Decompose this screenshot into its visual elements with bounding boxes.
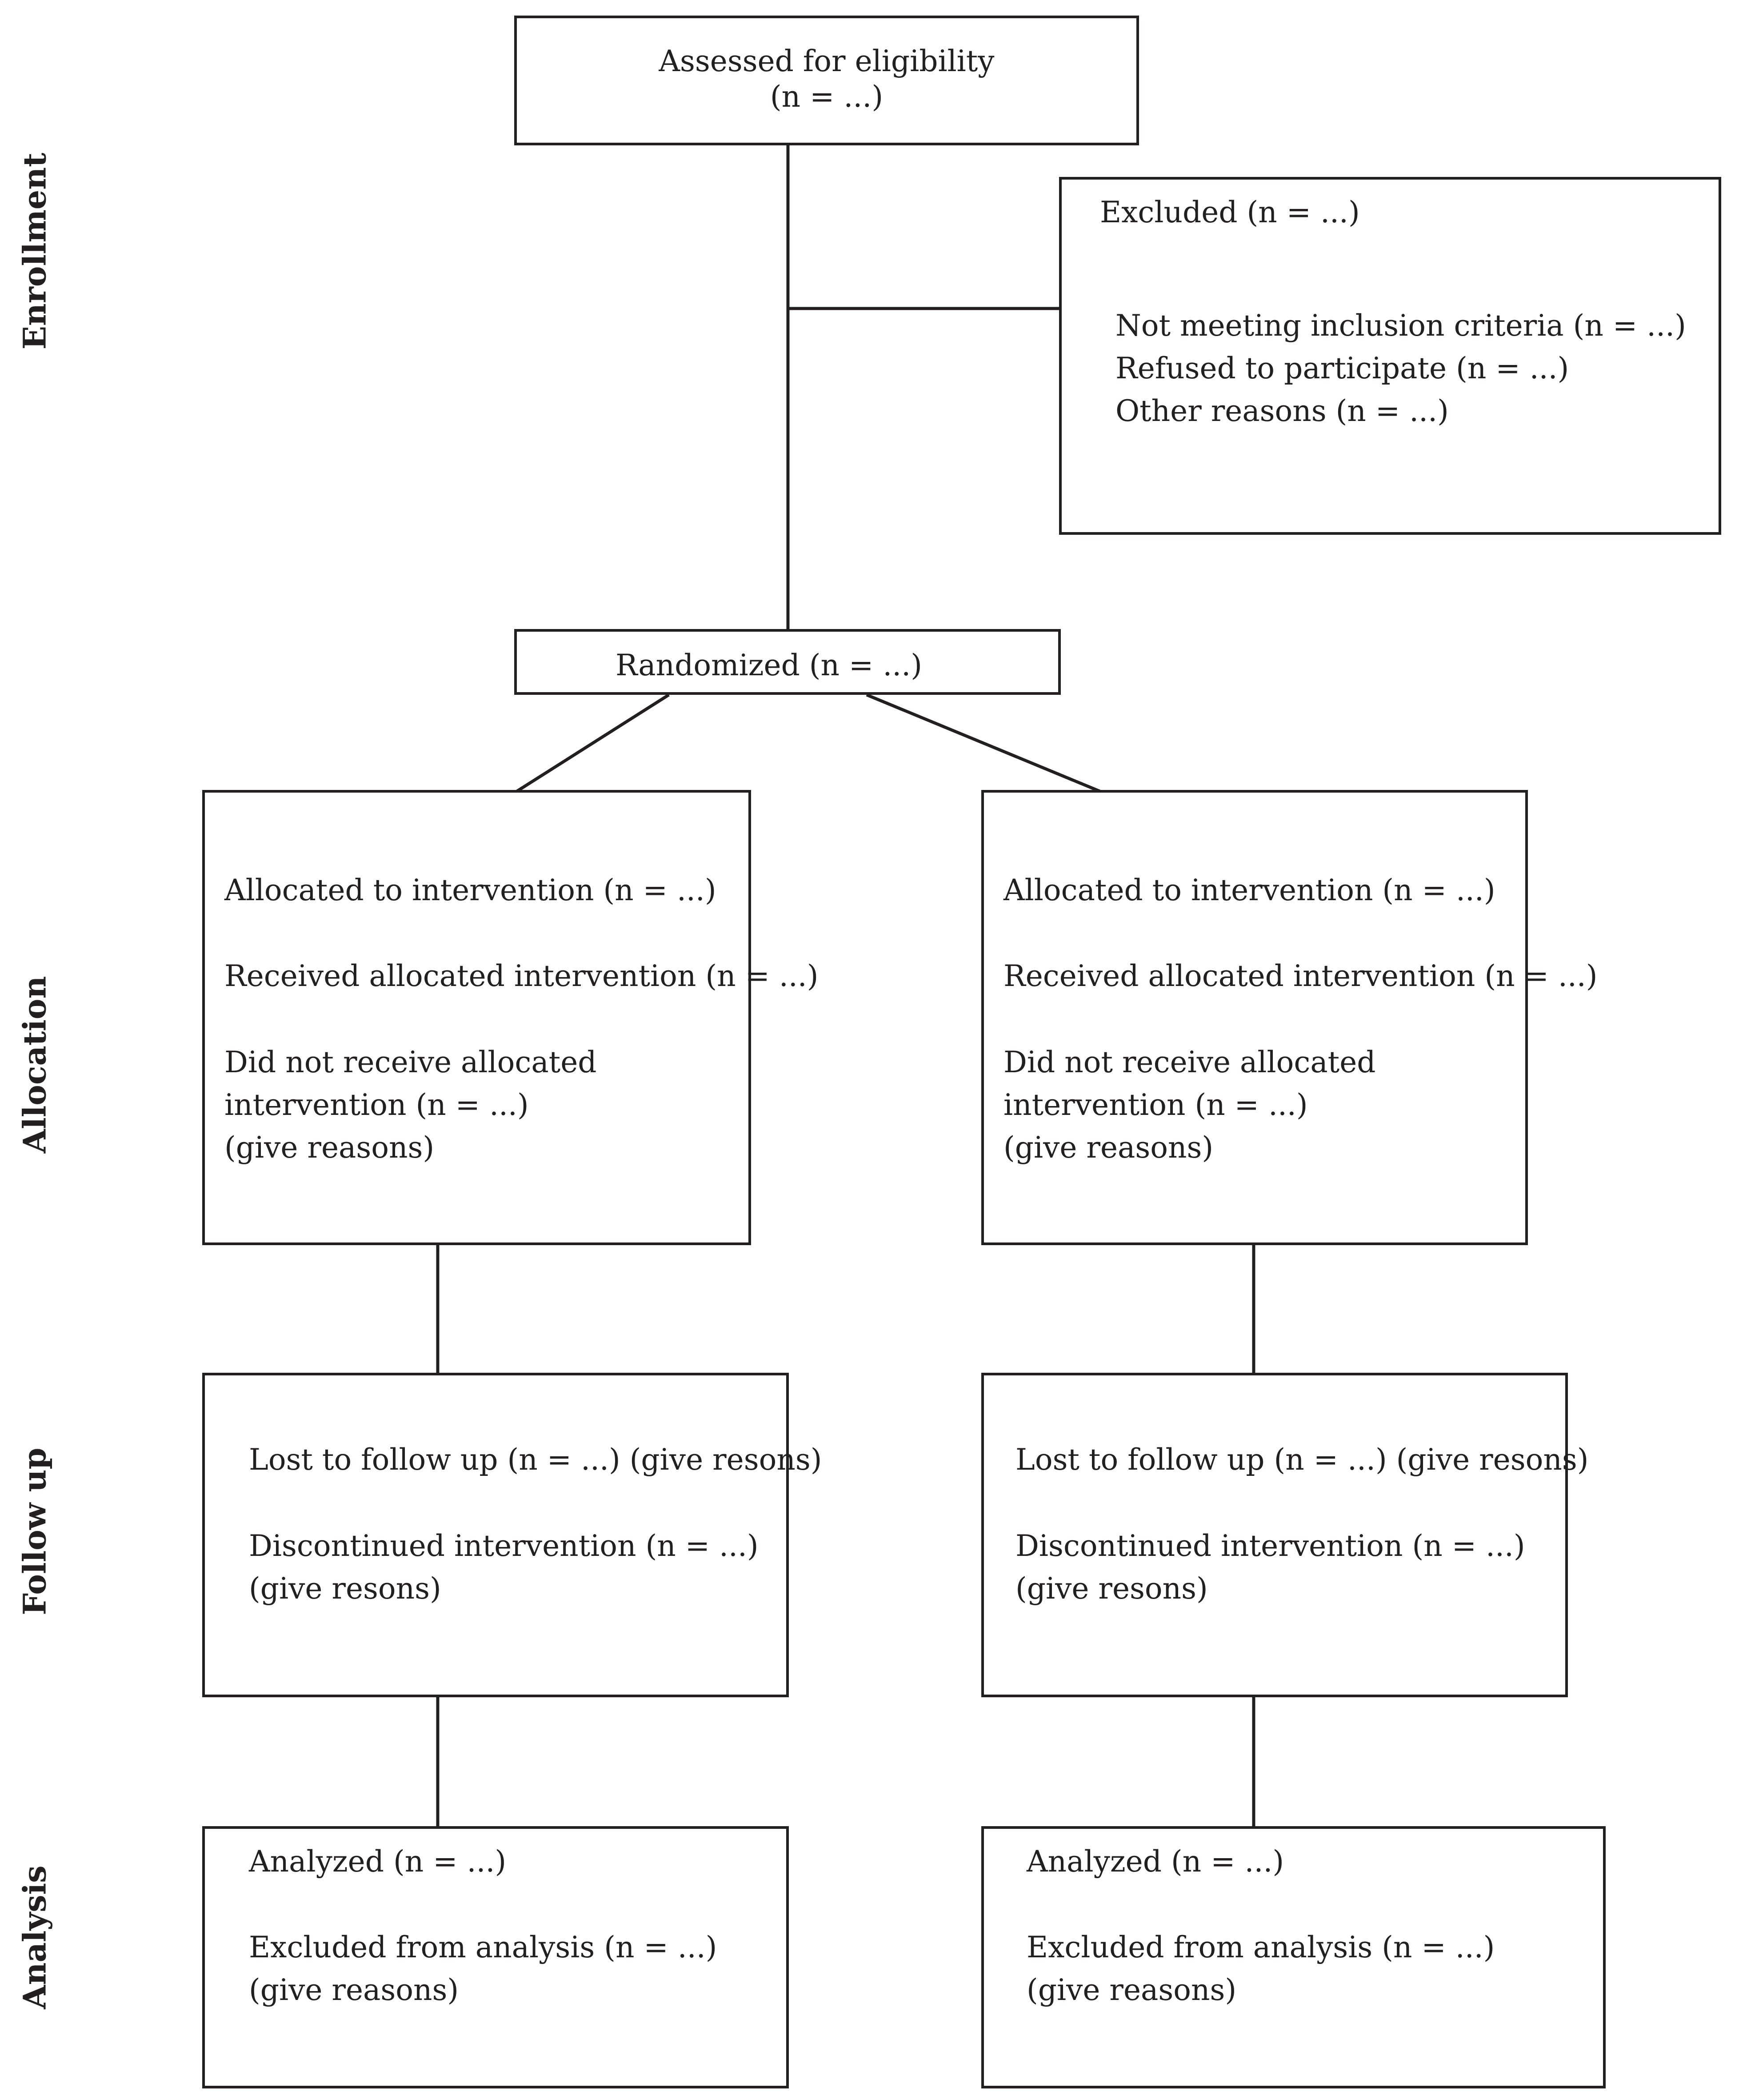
left-analysis-box bbox=[202, 1826, 789, 2088]
left-discontinued-text: (give resons) bbox=[249, 1571, 441, 1606]
excluded-reason: Refused to participate (n = ...) bbox=[1115, 351, 1569, 385]
right-analysis-box bbox=[981, 1826, 1606, 2088]
phase-label-follow-up: Follow up bbox=[16, 1447, 53, 1615]
right-discontinued-text: (give resons) bbox=[1015, 1571, 1208, 1606]
right-not-received-text: (give reasons) bbox=[1003, 1130, 1214, 1165]
left-discontinued-text: Discontinued intervention (n = ...) bbox=[249, 1529, 759, 1563]
right-analyzed-text: Analyzed (n = ...) bbox=[1027, 1844, 1284, 1879]
phase-label-allocation: Allocation bbox=[16, 976, 53, 1154]
right-not-received-text: intervention (n = ...) bbox=[1003, 1088, 1308, 1122]
right-allocated-text: Allocated to intervention (n = ...) bbox=[1003, 873, 1495, 907]
randomized-label: Randomized (n = ...) bbox=[616, 648, 923, 682]
right-excluded-analysis-text: Excluded from analysis (n = ...) bbox=[1027, 1930, 1495, 1964]
left-not-received-text: intervention (n = ...) bbox=[224, 1088, 529, 1122]
phase-label-analysis: Analysis bbox=[16, 1865, 53, 2009]
excluded-reason: Other reasons (n = ...) bbox=[1115, 394, 1449, 428]
right-not-received-text: Did not receive allocated bbox=[1003, 1045, 1376, 1079]
connector-randomized-left bbox=[516, 693, 670, 793]
assessed-box bbox=[514, 16, 1139, 145]
connector-randomized-right bbox=[866, 693, 1101, 793]
right-discontinued-text: Discontinued intervention (n = ...) bbox=[1015, 1529, 1525, 1563]
left-excluded-analysis-text: (give reasons) bbox=[249, 1973, 459, 2007]
left-lost-text: Lost to follow up (n = ...) (give resons… bbox=[249, 1443, 822, 1477]
assessed-label: Assessed for eligibility bbox=[659, 44, 995, 78]
excluded-title: Excluded (n = ...) bbox=[1100, 195, 1360, 229]
randomized-box bbox=[514, 629, 1061, 695]
phase-label-enrollment: Enrollment bbox=[16, 152, 53, 350]
right-received-text: Received allocated intervention (n = ...… bbox=[1003, 959, 1598, 993]
right-lost-text: Lost to follow up (n = ...) (give resons… bbox=[1015, 1443, 1589, 1477]
left-not-received-text: Did not receive allocated bbox=[224, 1045, 597, 1079]
left-allocated-text: Allocated to intervention (n = ...) bbox=[224, 873, 716, 907]
excluded-box bbox=[1059, 177, 1721, 535]
left-allocation-box bbox=[202, 790, 751, 1245]
excluded-reason: Not meeting inclusion criteria (n = ...) bbox=[1115, 309, 1686, 343]
left-not-received-text: (give reasons) bbox=[224, 1130, 435, 1165]
right-follow-up-box bbox=[981, 1373, 1568, 1697]
left-received-text: Received allocated intervention (n = ...… bbox=[224, 959, 819, 993]
left-follow-up-box bbox=[202, 1373, 789, 1697]
right-allocation-box bbox=[981, 790, 1528, 1245]
left-analyzed-text: Analyzed (n = ...) bbox=[249, 1844, 507, 1879]
right-excluded-analysis-text: (give reasons) bbox=[1027, 1973, 1237, 2007]
left-excluded-analysis-text: Excluded from analysis (n = ...) bbox=[249, 1930, 717, 1964]
assessed-count: (n = ...) bbox=[770, 80, 883, 114]
